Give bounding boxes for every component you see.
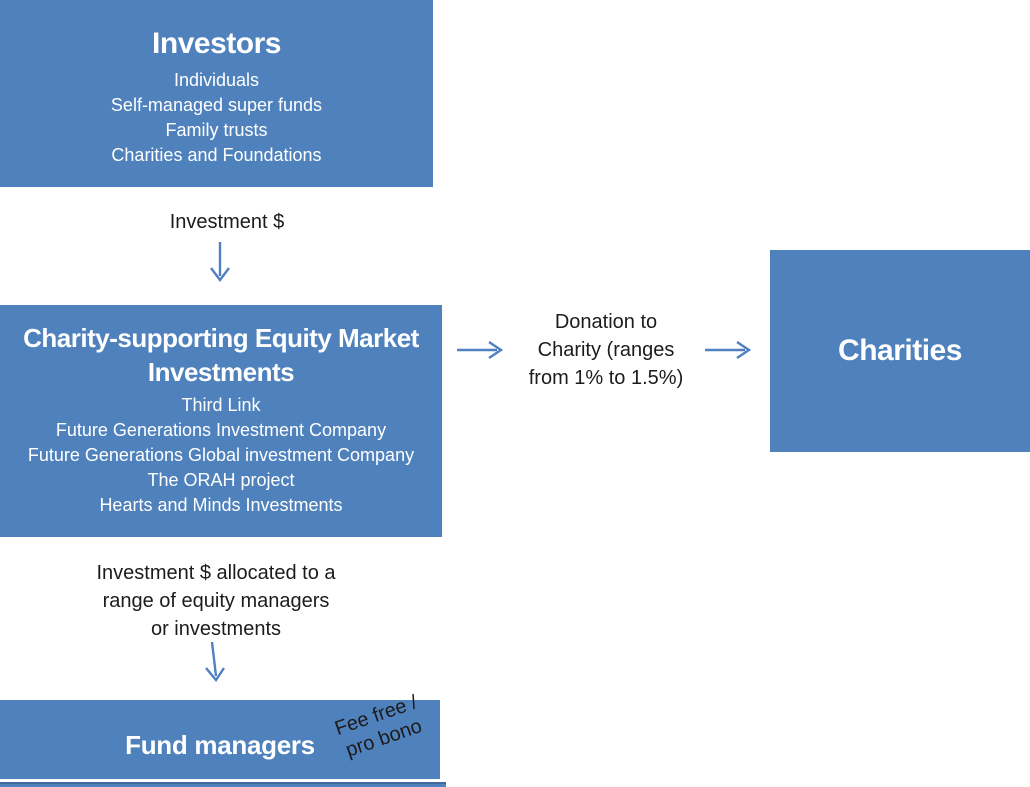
donation-flow-label: Donation to Charity (ranges from 1% to 1… (518, 308, 694, 392)
investor-type-item: Family trusts (165, 120, 268, 140)
investment-vehicle-item: Future Generations Global investment Com… (27, 445, 415, 465)
donation-label-line: Charity (ranges (537, 339, 675, 361)
title-line: Investments (147, 357, 295, 387)
investment-flow-label-text: Investment $ (169, 211, 285, 233)
right-arrow-icon (704, 337, 756, 363)
investors-box-items: Individuals Self-managed super funds Fam… (0, 68, 433, 168)
allocation-label-line: range of equity managers (102, 590, 330, 612)
donation-label-line: Donation to (554, 311, 658, 333)
investor-type-item: Self-managed super funds (110, 95, 323, 115)
donation-label-line: from 1% to 1.5%) (528, 367, 684, 389)
title-line: Charity-supporting Equity Market (23, 323, 419, 353)
investment-vehicle-item: Third Link (181, 395, 261, 415)
investment-vehicle-item: The ORAH project (147, 470, 295, 490)
charities-box-title: Charities (838, 334, 962, 367)
equity-market-investments-title: Charity-supporting Equity Market Investm… (0, 321, 442, 389)
allocation-label-line: or investments (150, 618, 282, 640)
investor-type-item: Individuals (173, 70, 260, 90)
investor-type-item: Charities and Foundations (111, 145, 322, 165)
down-arrow-icon (196, 640, 236, 688)
investors-box-title: Investors (152, 27, 281, 60)
fund-managers-box-title: Fund managers (125, 730, 315, 760)
down-arrow-icon (205, 240, 235, 286)
allocation-label-line: Investment $ allocated to a (96, 562, 336, 584)
investors-box: Investors Individuals Self-managed super… (0, 0, 433, 187)
investment-vehicle-item: Hearts and Minds Investments (99, 495, 343, 515)
cutoff-box-strip (0, 782, 446, 787)
charities-box: Charities (770, 250, 1030, 452)
fund-managers-box: Fund managers (0, 700, 440, 779)
right-arrow-icon (456, 337, 508, 363)
equity-market-investments-items: Third Link Future Generations Investment… (0, 393, 442, 518)
allocation-flow-label: Investment $ allocated to a range of equ… (78, 559, 354, 643)
investment-vehicle-item: Future Generations Investment Company (55, 420, 387, 440)
investment-flow-label: Investment $ (127, 208, 327, 236)
equity-market-investments-box: Charity-supporting Equity Market Investm… (0, 305, 442, 537)
